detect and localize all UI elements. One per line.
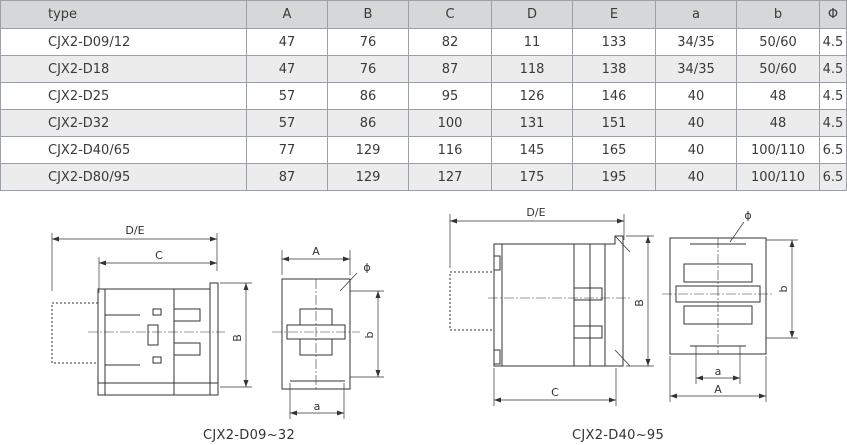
cell-b: 100/110	[736, 136, 820, 164]
header-E: E	[572, 0, 656, 29]
cell-type: CJX2-D80/95	[0, 163, 247, 191]
cell-E: 133	[572, 28, 656, 56]
cell-C: 127	[408, 163, 492, 191]
drawing-small-contactor: D/E C B A ϕ b a	[51, 224, 384, 419]
header-phi: Φ	[819, 0, 847, 29]
cell-phi: 6.5	[819, 163, 847, 191]
cell-type: CJX2-D18	[0, 55, 247, 83]
header-B: B	[327, 0, 409, 29]
drawing-large-contactor: D/E B C ϕ b a A	[449, 206, 798, 406]
cell-D: 175	[491, 163, 573, 191]
label-B-small: B	[231, 334, 244, 342]
label-A-small: A	[312, 245, 320, 258]
cell-phi: 4.5	[819, 28, 847, 56]
header-D: D	[491, 0, 573, 29]
side-view-dashed-cover	[51, 302, 99, 364]
cell-B: 86	[327, 82, 409, 110]
cell-A: 87	[246, 163, 328, 191]
cell-E: 146	[572, 82, 656, 110]
cell-a: 40	[655, 109, 737, 137]
header-A: A	[246, 0, 328, 29]
table-row: CJX2-D25 57 86 95 126 146 40 48 4.5	[0, 82, 847, 110]
cell-D: 145	[491, 136, 573, 164]
label-a-small: a	[314, 400, 321, 413]
cell-B: 76	[327, 28, 409, 56]
cell-B: 129	[327, 163, 409, 191]
cell-D: 118	[491, 55, 573, 83]
cell-A: 47	[246, 28, 328, 56]
label-b-small: b	[363, 331, 376, 338]
label-B-large: B	[633, 299, 646, 307]
cell-E: 195	[572, 163, 656, 191]
label-b-large: b	[777, 285, 790, 292]
cell-b: 48	[736, 109, 820, 137]
cell-C: 116	[408, 136, 492, 164]
header-type: type	[0, 0, 247, 29]
cell-type: CJX2-D32	[0, 109, 247, 137]
cell-a: 34/35	[655, 28, 737, 56]
cell-A: 57	[246, 82, 328, 110]
label-a-large: a	[715, 365, 722, 378]
cell-a: 40	[655, 82, 737, 110]
cell-b: 100/110	[736, 163, 820, 191]
cell-B: 129	[327, 136, 409, 164]
label-DE-large: D/E	[526, 206, 545, 219]
cell-C: 100	[408, 109, 492, 137]
cell-phi: 6.5	[819, 136, 847, 164]
cell-phi: 4.5	[819, 109, 847, 137]
table-row: CJX2-D32 57 86 100 131 151 40 48 4.5	[0, 109, 847, 137]
label-C-small: C	[155, 249, 163, 262]
table-row: CJX2-D80/95 87 129 127 175 195 40 100/11…	[0, 163, 847, 191]
header-b: b	[736, 0, 820, 29]
caption-large-contactor: CJX2-D40~95	[572, 428, 665, 443]
cell-D: 126	[491, 82, 573, 110]
header-C: C	[408, 0, 492, 29]
cell-phi: 4.5	[819, 82, 847, 110]
table-row: CJX2-D40/65 77 129 116 145 165 40 100/11…	[0, 136, 847, 164]
label-phi-small: ϕ	[363, 261, 370, 274]
cell-b: 50/60	[736, 55, 820, 83]
cell-D: 131	[491, 109, 573, 137]
header-a: a	[655, 0, 737, 29]
cell-B: 76	[327, 55, 409, 83]
cell-b: 48	[736, 82, 820, 110]
cell-C: 95	[408, 82, 492, 110]
cell-phi: 4.5	[819, 55, 847, 83]
cell-b: 50/60	[736, 28, 820, 56]
side-view-dashed-cover	[449, 271, 495, 331]
cell-a: 40	[655, 136, 737, 164]
cell-E: 151	[572, 109, 656, 137]
label-C-large: C	[551, 386, 559, 399]
table-row: CJX2-D09/12 47 76 82 11 133 34/35 50/60 …	[0, 28, 847, 56]
cell-type: CJX2-D40/65	[0, 136, 247, 164]
cell-E: 138	[572, 55, 656, 83]
cell-E: 165	[572, 136, 656, 164]
label-DE-small: D/E	[125, 224, 144, 237]
caption-small-contactor: CJX2-D09~32	[203, 428, 296, 443]
label-A-large: A	[714, 383, 722, 396]
cell-A: 77	[246, 136, 328, 164]
cell-a: 40	[655, 163, 737, 191]
cell-A: 47	[246, 55, 328, 83]
table-row: CJX2-D18 47 76 87 118 138 34/35 50/60 4.…	[0, 55, 847, 83]
cell-B: 86	[327, 109, 409, 137]
cell-C: 82	[408, 28, 492, 56]
dimension-table: type A B C D E a b Φ CJX2-D09/12 47 76 8…	[0, 0, 847, 191]
cell-A: 57	[246, 109, 328, 137]
side-view-body	[493, 235, 624, 367]
label-phi-large: ϕ	[744, 209, 751, 222]
cell-type: CJX2-D09/12	[0, 28, 247, 56]
table-header-row: type A B C D E a b Φ	[0, 0, 847, 29]
cell-D: 11	[491, 28, 573, 56]
cell-C: 87	[408, 55, 492, 83]
cell-a: 34/35	[655, 55, 737, 83]
cell-type: CJX2-D25	[0, 82, 247, 110]
